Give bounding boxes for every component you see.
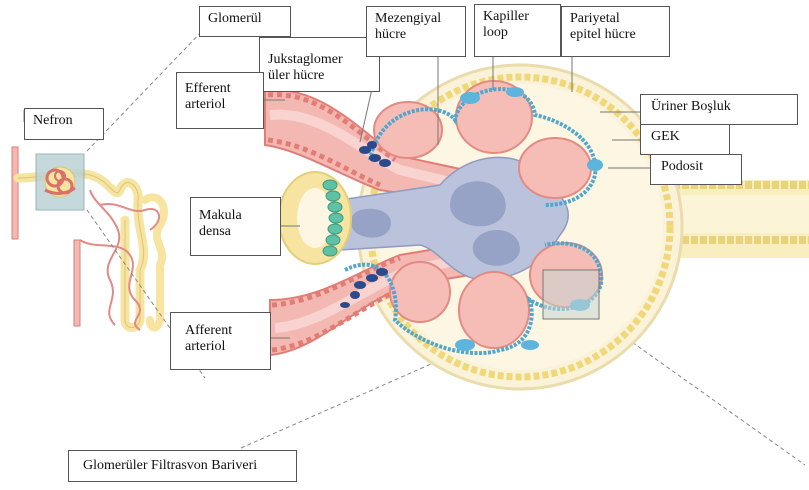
label-gek: GEK — [640, 124, 730, 155]
macula-densa-cells — [279, 172, 351, 264]
label-glomerul: Glomerül — [199, 6, 291, 37]
label-kapiller-loop: Kapiller loop — [474, 4, 561, 57]
filtration-barrier-box — [543, 270, 599, 319]
label-glomeruler-filtrasyon-bariyeri: Glomerüler Filtrasvon Bariveri — [68, 450, 297, 482]
label-podosit: Podosit — [650, 154, 742, 185]
label-makula-densa: Makula densa — [190, 197, 281, 256]
nephron-thumbnail — [12, 147, 164, 330]
label-efferent-arteriol: Efferent arteriol — [176, 72, 264, 129]
label-uriner-bosluk: Üriner Boşluk — [640, 94, 798, 125]
label-jukstaglomeruler-hucre: Jukstaglomer üler hücre — [259, 37, 380, 92]
label-afferent-arteriol: Afferent arteriol — [170, 312, 271, 370]
label-pariyetal-epitel-hucre: Pariyetal epitel hücre — [561, 6, 670, 57]
label-mezengiyal-hucre: Mezengiyal hücre — [366, 6, 466, 57]
label-nefron: Nefron — [24, 108, 104, 140]
